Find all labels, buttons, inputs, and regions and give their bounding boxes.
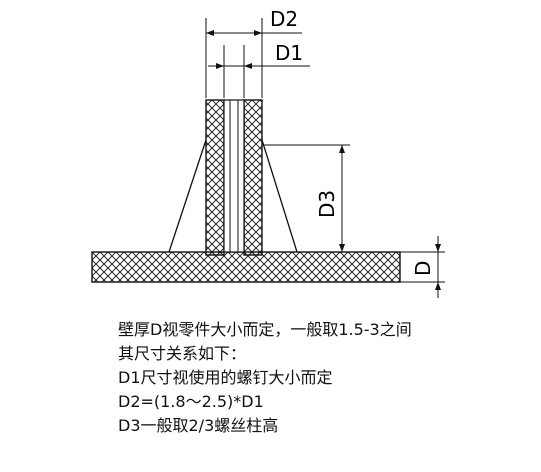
design-notes: 壁厚D视零件大小而定，一般取1.5-3之间 其尺寸关系如下： D1尺寸视使用的螺… (118, 318, 528, 438)
dimension-d2: D2 (205, 7, 302, 98)
dimension-d1: D1 (208, 41, 310, 98)
dimension-d: D (400, 236, 445, 298)
screw-hole (223, 99, 245, 253)
label-d2: D2 (270, 7, 298, 31)
base-plate (91, 251, 401, 283)
label-d3: D3 (315, 190, 339, 218)
support-ribs (168, 139, 298, 253)
dimension-d3: D3 (262, 144, 350, 253)
note-line-5: D3一般取2/3螺丝柱高 (118, 416, 279, 435)
label-d1: D1 (275, 41, 303, 65)
boss-wall-right (243, 99, 263, 256)
note-line-4: D2=(1.8～2.5)*D1 (118, 392, 264, 411)
label-d: D (411, 261, 435, 276)
note-line-2: 其尺寸关系如下： (118, 344, 247, 363)
note-line-1: 壁厚D视零件大小而定，一般取1.5-3之间 (118, 320, 412, 339)
note-line-3: D1尺寸视使用的螺钉大小而定 (118, 368, 333, 387)
boss-wall-left (205, 99, 225, 256)
